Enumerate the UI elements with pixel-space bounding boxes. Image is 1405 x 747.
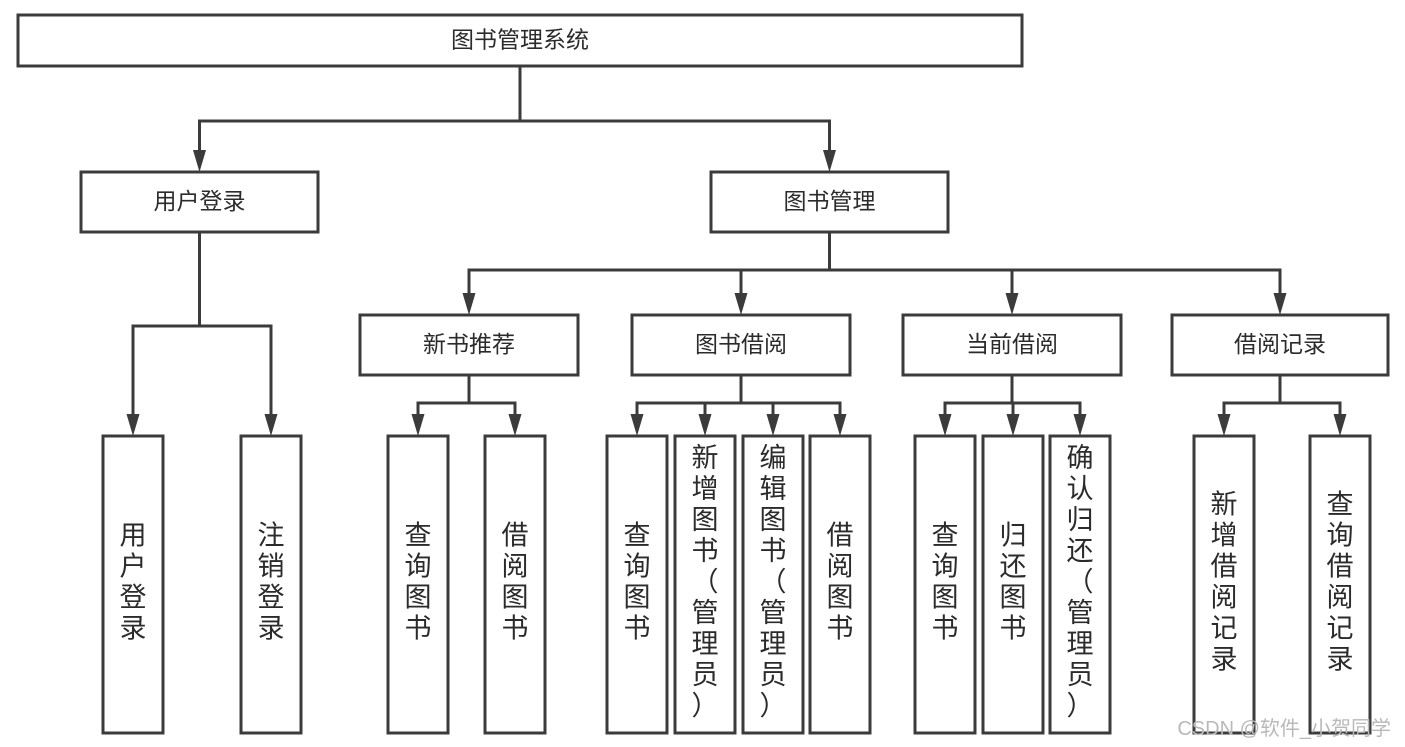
node-label-leaf-borrow-book-recommend: 借阅图书	[502, 521, 529, 644]
node-label-leaf-edit-book-admin: 编辑图书（管理员）	[760, 443, 787, 721]
node-label-leaf-query-borrow-record: 查询借阅记录	[1327, 490, 1354, 675]
node-leaf-query-book-current[interactable]: 查询图书	[913, 434, 977, 735]
node-label-leaf-query-book-current: 查询图书	[932, 521, 959, 644]
node-label-leaf-confirm-return-admin: 确认归还（管理员）	[1067, 443, 1094, 721]
edge-group-root	[193, 64, 836, 172]
node-label-leaf-logout-login: 注销登录	[258, 521, 285, 644]
node-leaf-borrow-book-recommend[interactable]: 借阅图书	[483, 434, 547, 735]
edge-group-book-management	[462, 230, 1287, 315]
node-label-leaf-return-book: 归还图书	[1000, 521, 1027, 644]
node-label-leaf-add-borrow-record: 新增借阅记录	[1211, 490, 1238, 675]
node-leaf-borrow-book[interactable]: 借阅图书	[808, 434, 872, 735]
edge-group-current-borrow	[938, 373, 1087, 436]
node-leaf-user-login[interactable]: 用户登录	[101, 434, 165, 735]
node-label-leaf-add-book-admin: 新增图书（管理员）	[692, 443, 719, 721]
node-user-login[interactable]: 用户登录	[79, 170, 320, 234]
node-label-new-book-recommend: 新书推荐	[423, 331, 515, 357]
node-leaf-confirm-return-admin[interactable]: 确认归还（管理员）	[1048, 434, 1112, 735]
node-leaf-query-book-borrow[interactable]: 查询图书	[605, 434, 669, 735]
node-label-leaf-user-login: 用户登录	[120, 521, 147, 644]
node-label-leaf-borrow-book: 借阅图书	[827, 521, 854, 644]
node-leaf-edit-book-admin[interactable]: 编辑图书（管理员）	[741, 434, 805, 735]
node-label-current-borrow: 当前借阅	[966, 331, 1058, 357]
node-label-leaf-query-book-recommend: 查询图书	[405, 521, 432, 644]
edge-group-new-book-recommend	[411, 373, 522, 436]
node-leaf-add-borrow-record[interactable]: 新增借阅记录	[1192, 434, 1256, 735]
node-root[interactable]: 图书管理系统	[16, 13, 1024, 68]
node-new-book-recommend[interactable]: 新书推荐	[358, 313, 580, 377]
node-label-borrow-record: 借阅记录	[1234, 331, 1326, 357]
node-label-book-borrow: 图书借阅	[695, 331, 787, 357]
node-label-root: 图书管理系统	[451, 27, 589, 53]
node-label-book-management: 图书管理	[784, 188, 876, 214]
node-leaf-logout-login[interactable]: 注销登录	[239, 434, 303, 735]
edge-group-book-borrow	[630, 373, 847, 436]
node-leaf-query-borrow-record[interactable]: 查询借阅记录	[1308, 434, 1372, 735]
node-book-borrow[interactable]: 图书借阅	[630, 313, 852, 377]
edge-group-user-login	[126, 230, 278, 436]
node-label-user-login: 用户登录	[154, 188, 246, 214]
node-borrow-record[interactable]: 借阅记录	[1170, 313, 1390, 377]
connectors-layer	[126, 64, 1347, 436]
edge-group-borrow-record	[1217, 373, 1347, 436]
csdn-watermark: CSDN @软件_小贺同学	[1177, 718, 1391, 740]
nodes-layer: 图书管理系统用户登录图书管理新书推荐图书借阅当前借阅借阅记录用户登录注销登录查询…	[16, 13, 1390, 735]
node-book-management[interactable]: 图书管理	[709, 170, 950, 234]
node-label-leaf-query-book-borrow: 查询图书	[624, 521, 651, 644]
node-current-borrow[interactable]: 当前借阅	[901, 313, 1123, 377]
node-leaf-add-book-admin[interactable]: 新增图书（管理员）	[673, 434, 737, 735]
node-leaf-return-book[interactable]: 归还图书	[981, 434, 1045, 735]
node-leaf-query-book-recommend[interactable]: 查询图书	[386, 434, 450, 735]
